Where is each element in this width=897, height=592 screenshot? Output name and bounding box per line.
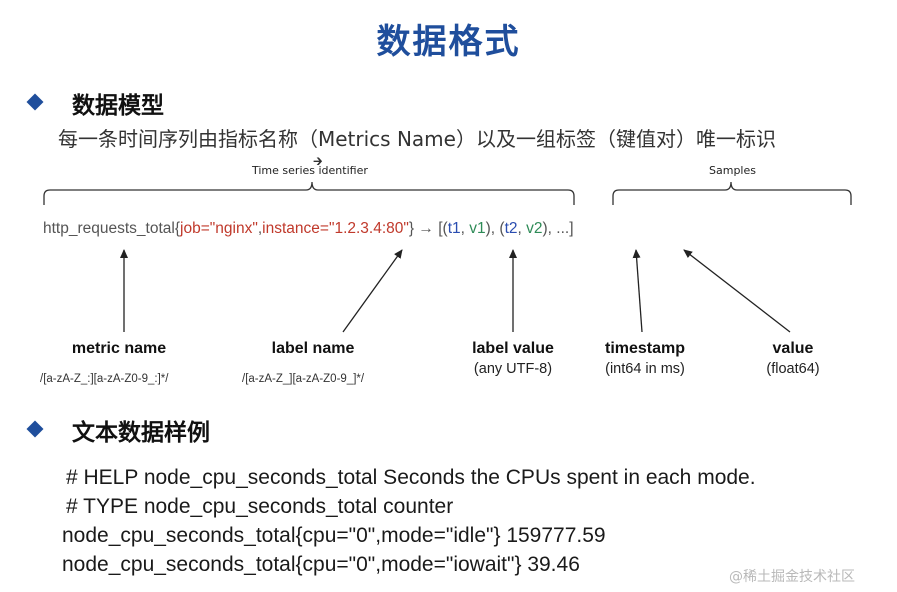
code-label2-value: "1.2.3.4:80" <box>328 220 409 237</box>
code-metric-name: http_requests_total{ <box>43 220 181 237</box>
part-sub-label-value: (any UTF-8) <box>473 361 553 377</box>
part-sub-label-name: /[a-zA-Z_][a-zA-Z0-9_]*/ <box>242 373 365 385</box>
arrow-label-name <box>342 249 403 333</box>
code-label1-key: job= <box>180 220 210 237</box>
sample-line-type: # TYPE node_cpu_seconds_total counter <box>66 495 454 518</box>
code-sep2: , <box>517 220 527 237</box>
sample-line-help: # HELP node_cpu_seconds_total Seconds th… <box>66 466 756 489</box>
part-label-metric-name: metric name <box>71 340 167 357</box>
part-label-label-name: label name <box>271 340 355 357</box>
sample-line-iowait: node_cpu_seconds_total{cpu="0",mode="iow… <box>62 553 580 576</box>
code-end: ), ...] <box>542 220 574 237</box>
code-t1: t1 <box>447 220 461 237</box>
section-heading-data-model: 数据模型 <box>72 93 164 119</box>
brace-samples <box>612 181 852 205</box>
sample-line-idle: node_cpu_seconds_total{cpu="0",mode="idl… <box>62 524 606 547</box>
part-sub-value: (float64) <box>766 361 820 377</box>
code-close-brace: } <box>408 220 415 237</box>
code-arrow: → [( <box>414 220 448 237</box>
section-heading-text-sample: 文本数据样例 <box>72 420 210 446</box>
code-mid: ), ( <box>485 220 505 237</box>
watermark: @稀土掘金技术社区 <box>729 569 855 585</box>
data-model-description: 每一条时间序列由指标名称（Metrics Name）以及一组标签（键值对）唯一标… <box>58 127 776 151</box>
code-v1: v1 <box>469 220 486 237</box>
code-v2: v2 <box>526 220 543 237</box>
brace-label-samples: Samples <box>709 164 756 177</box>
mouse-cursor-icon: 🡲 <box>313 154 323 168</box>
brace-identifier <box>43 181 575 205</box>
code-sep1: , <box>460 220 470 237</box>
page-title: 数据格式 <box>376 22 521 62</box>
code-t2: t2 <box>504 220 518 237</box>
part-label-timestamp: timestamp <box>604 340 686 357</box>
arrow-timestamp <box>632 249 643 333</box>
brace-label-identifier: Time series identifier <box>252 164 368 177</box>
code-label1-value: "nginx" <box>209 220 258 237</box>
part-label-value: value <box>772 340 814 357</box>
code-label2-key: instance= <box>262 220 329 237</box>
metric-expression: http_requests_total{job="nginx",instance… <box>43 220 574 238</box>
part-sub-metric-name: /[a-zA-Z_:][a-zA-Z0-9_:]*/ <box>40 373 169 385</box>
part-sub-timestamp: (int64 in ms) <box>605 361 685 377</box>
code-comma: , <box>257 220 263 237</box>
arrow-value <box>683 249 791 333</box>
part-label-label-value: label value <box>472 340 554 357</box>
